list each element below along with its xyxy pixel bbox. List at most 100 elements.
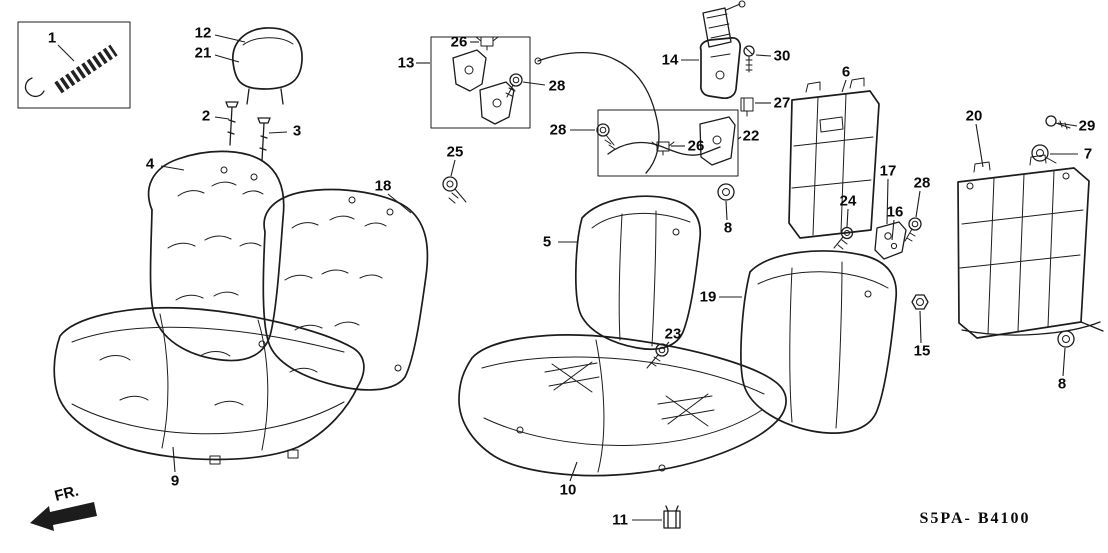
rod-lever-group <box>534 51 739 177</box>
latch-bracket-hole <box>712 135 722 145</box>
callout-13-6: 13 <box>398 55 415 72</box>
bracket-drawing <box>452 49 487 92</box>
callout-leader-29-16 <box>1057 122 1078 127</box>
callout-2-3: 2 <box>202 108 210 125</box>
cushion-9-pleats <box>99 351 318 406</box>
latch-7-drawing <box>1031 144 1049 162</box>
cushion-10-hole <box>658 464 666 472</box>
frame-6-tabs <box>805 77 865 93</box>
part1-spring-group <box>17 21 131 109</box>
fr-direction-label: FR. <box>53 483 81 505</box>
bolt-28-drawing <box>908 217 922 231</box>
rod-drawing <box>537 51 660 174</box>
seatback-left-group <box>147 150 285 362</box>
callout-7-17: 7 <box>1084 146 1092 163</box>
frame-20-bottom-rod <box>961 321 1104 336</box>
bolt-24-threads <box>833 236 848 250</box>
callout-leader-21-2 <box>214 54 240 63</box>
cover-5-pleats <box>618 210 657 347</box>
cushion-9-seams <box>159 313 269 451</box>
bracket-hole <box>890 242 898 250</box>
cushion-10-top-seam <box>481 356 765 395</box>
coil-spring-drawing <box>54 44 118 94</box>
seatback-18-hole <box>386 208 394 216</box>
headrest-pin-3-drawing <box>257 117 271 162</box>
callout-leader-8-25 <box>725 200 728 221</box>
seatback-cover-19-group <box>740 250 898 434</box>
seatback-18-hole <box>348 196 356 204</box>
cover-19-outline <box>740 250 898 434</box>
belt-strap-hatch <box>706 13 731 39</box>
frame-20-hole <box>1062 172 1070 180</box>
callout-leader-3-4 <box>268 131 288 134</box>
clip-26-drawing <box>475 36 499 51</box>
callout-24-23: 24 <box>840 193 857 210</box>
group-box-22 <box>597 109 739 177</box>
callout-4-19: 4 <box>146 156 155 173</box>
cushion-center-group <box>442 176 787 529</box>
part-code: S5PA- B4100 <box>919 510 1030 527</box>
callout-leader-28-7 <box>522 81 546 86</box>
callout-10-32: 10 <box>560 482 577 499</box>
callout-19-27: 19 <box>700 289 717 306</box>
key-ring <box>738 0 746 8</box>
buckle-14-drawing <box>699 37 742 100</box>
callout-22-11: 22 <box>743 128 760 145</box>
rod-end <box>534 57 542 65</box>
callout-8-30: 8 <box>1058 376 1066 393</box>
seatback-4-outline <box>147 150 285 362</box>
cushion-9-tab <box>209 455 221 465</box>
cover-5-outline <box>575 195 702 351</box>
headrest-group <box>225 27 303 162</box>
cushion-10-outline <box>458 334 787 477</box>
bolt-28-drawing <box>596 123 610 137</box>
cushion-10-strap <box>657 393 715 427</box>
callout-leader-6-14 <box>841 79 847 93</box>
callout-leader-12-1 <box>214 34 246 43</box>
latch-7-tab <box>1046 157 1057 164</box>
cushion-10-center-seam <box>595 339 605 473</box>
clip-26-drawing <box>651 141 675 156</box>
nut-15-center <box>916 298 924 306</box>
frame-20-tabs <box>973 154 1047 173</box>
cover-19-seam <box>757 271 889 289</box>
callout-12-1: 12 <box>195 25 212 42</box>
callout-18-20: 18 <box>375 178 392 195</box>
headrest-drawing <box>232 27 303 90</box>
bolt-25-head <box>446 180 454 188</box>
callout-16-24: 16 <box>887 204 904 221</box>
seatback-4-pleats <box>167 181 264 301</box>
callout-28-12: 28 <box>550 122 567 139</box>
key-drawing <box>725 3 741 11</box>
callout-23-29: 23 <box>665 326 682 343</box>
frame-20-group <box>833 115 1104 348</box>
cushion-9-tab <box>287 449 299 459</box>
bracket-drawing <box>479 81 515 125</box>
seatback-18-outline <box>262 188 429 391</box>
bolt-23-drawing <box>655 343 669 357</box>
frame-20-uprights <box>987 170 1055 335</box>
latch-7-center <box>1036 149 1044 157</box>
nut-15-drawing <box>911 294 929 310</box>
buckle-button <box>715 70 725 80</box>
cushion-10-hole <box>516 426 524 434</box>
headrest-seam-line <box>242 37 294 46</box>
bracket-hole <box>884 232 892 240</box>
callout-5-26: 5 <box>543 234 551 251</box>
bolt-28-head <box>512 76 520 84</box>
fr-direction-group: FR. <box>30 483 97 531</box>
callout-leader-9-31 <box>172 446 176 473</box>
bolt-24-head <box>844 230 850 236</box>
bolt-28-head <box>599 126 607 134</box>
callout-17-21: 17 <box>880 163 897 180</box>
callout-28-22: 28 <box>914 175 931 192</box>
fr-arrow-icon <box>30 502 97 531</box>
frame-6-uprights <box>812 93 847 236</box>
callout-leader-28-22 <box>915 190 921 218</box>
callout-leader-22-11 <box>737 136 742 140</box>
grommet-8-center <box>722 188 730 196</box>
callout-14-8: 14 <box>662 52 679 69</box>
